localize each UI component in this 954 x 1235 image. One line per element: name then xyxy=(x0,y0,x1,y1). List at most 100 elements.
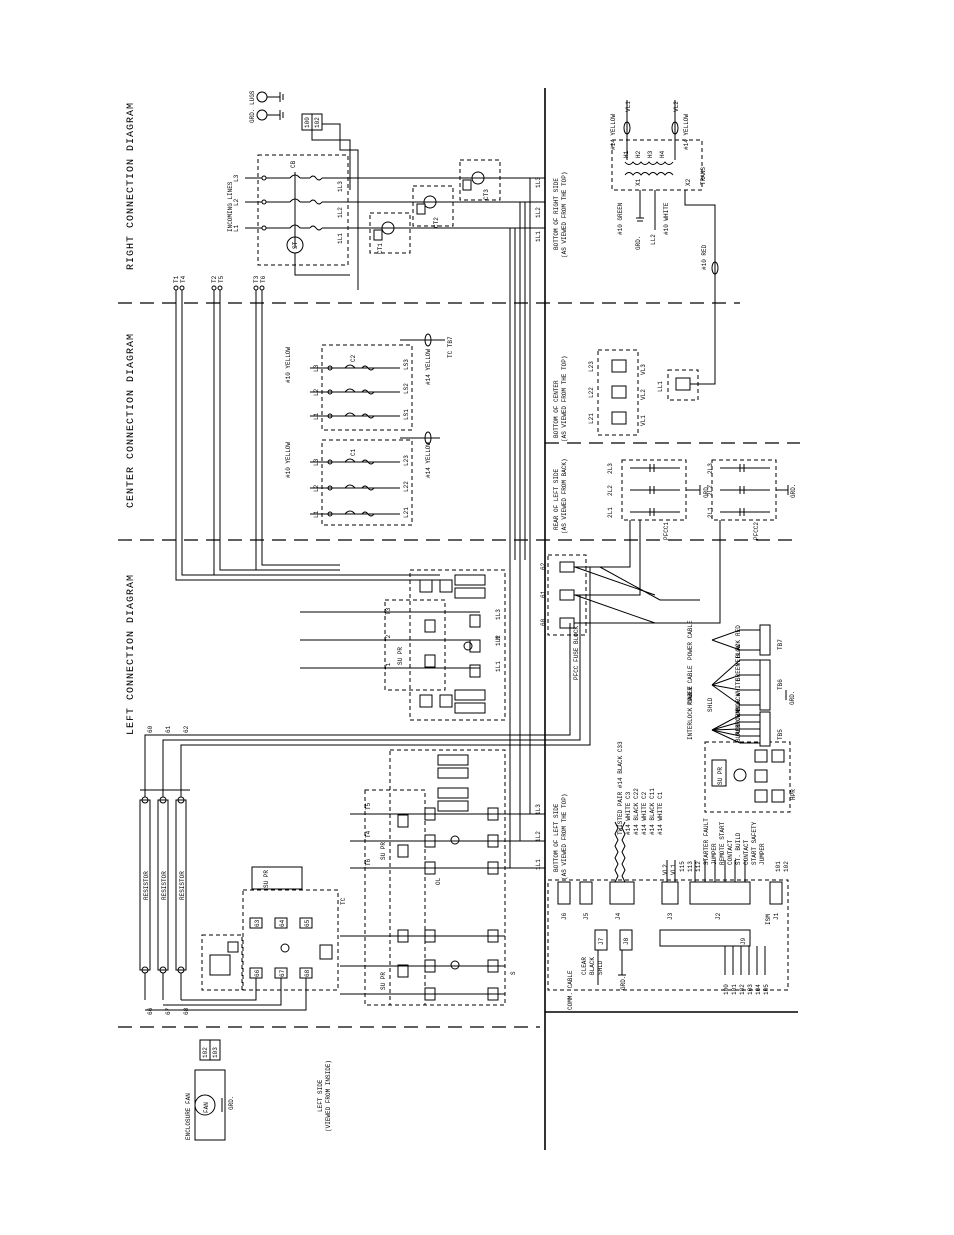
wire-14-yellow-b: #14 YELLOW xyxy=(683,114,690,150)
svg-text:L21: L21 xyxy=(403,507,410,518)
rear-left-view-sub: (AS VIEWED FROM BACK) xyxy=(561,458,568,534)
enclosure-fan: FAN ENCLOSURE FAN GRD. 102 103 LEFT SIDE… xyxy=(185,1039,332,1141)
sol-label-2: SU PR xyxy=(263,870,270,888)
svg-text:J6: J6 xyxy=(561,912,568,920)
comm-cable-label: COMM. CABLE xyxy=(567,970,574,1010)
title-center: CENTER CONNECTION DIAGRAM xyxy=(126,333,137,508)
svg-text:H4: H4 xyxy=(659,150,666,158)
svg-text:VL1: VL1 xyxy=(670,864,677,875)
svg-text:ORANGE: ORANGE xyxy=(735,699,742,721)
wire-14-yellow-a: #14 YELLOW xyxy=(610,114,617,150)
svg-text:60: 60 xyxy=(540,618,547,626)
load-1l2: 1L2 xyxy=(337,207,344,218)
svg-text:113: 113 xyxy=(687,861,694,872)
svg-text:101: 101 xyxy=(775,861,782,872)
st-label: ST xyxy=(292,241,299,249)
svg-text:BLACK: BLACK xyxy=(589,957,596,975)
svg-text:105: 105 xyxy=(763,984,770,995)
svg-text:T1: T1 xyxy=(385,662,392,670)
wire-14-yellow-c2: #14 YELLOW xyxy=(425,349,432,385)
tb-102: 102 xyxy=(314,117,321,128)
s-label: S xyxy=(510,971,517,975)
sol-label-4: SU PR xyxy=(380,972,387,990)
svg-text:VL2: VL2 xyxy=(662,864,669,875)
pfcc-block-label: PFCC FUSE BLOCK xyxy=(573,626,580,680)
twisted-pairs: TWISTED PAIR #14 BLACK C33 #14 WHITE C3 … xyxy=(614,741,664,883)
wire-10-white: #10 WHITE xyxy=(663,202,670,235)
svg-text:L3: L3 xyxy=(233,174,240,182)
svg-text:J3: J3 xyxy=(667,912,674,920)
trans-label: TRANS xyxy=(700,167,707,185)
svg-text:63: 63 xyxy=(254,919,261,927)
svg-text:T4: T4 xyxy=(365,830,372,838)
ol-label: OL xyxy=(435,877,442,885)
wire-10-yellow-c1: #10 YELLOW xyxy=(285,442,292,478)
svg-text:CLEAR: CLEAR xyxy=(581,957,588,975)
svg-text:#14 BLACK C11: #14 BLACK C11 xyxy=(649,788,656,835)
svg-text:T6: T6 xyxy=(365,858,372,866)
pfcc1: 2L3 2L2 2L1 PFCC1 GRD. xyxy=(607,459,710,540)
enclosure-fan-label: ENCLOSURE FAN xyxy=(185,1093,192,1140)
pfcc-fuse-block: 62 61 60 PFCC FUSE BLOCK xyxy=(540,520,721,680)
incoming-lines-label: INCOMING LINES xyxy=(227,181,234,232)
ism-bottom-wires: 100 101 102 103 104 105 xyxy=(723,946,770,995)
svg-text:T2: T2 xyxy=(211,275,218,283)
svg-text:T2: T2 xyxy=(385,634,392,642)
grd-rear-2: GRD. xyxy=(790,484,797,498)
svg-text:T3: T3 xyxy=(253,275,260,283)
vl1-label: VL1 xyxy=(625,101,632,112)
title-left: LEFT CONNECTION DIAGRAM xyxy=(126,574,137,735)
svg-text:1L1: 1L1 xyxy=(495,661,502,672)
bottom-left-view-sub: (AS VIEWED FROM THE TOP) xyxy=(561,794,568,880)
contactor-lower: T5 T4 T6 SU PR SU PR S OL xyxy=(340,560,545,1006)
svg-text:115: 115 xyxy=(679,861,686,872)
bottom-1l3: 1L3 xyxy=(535,177,542,188)
timer-block: SU PR TC 63 64 65 66 67 68 xyxy=(145,866,347,1011)
resistor-label-3: RESISTOR xyxy=(179,871,186,900)
svg-text:66: 66 xyxy=(147,1007,154,1015)
svg-text:CONTACT: CONTACT xyxy=(743,839,750,865)
svg-text:REMOTE START: REMOTE START xyxy=(719,821,726,865)
svg-text:2L2: 2L2 xyxy=(707,485,714,496)
ct2-label: CT2 xyxy=(433,217,440,228)
svg-text:T1: T1 xyxy=(173,275,180,283)
pfcc2-label: PFCC2 xyxy=(753,522,760,540)
pfcc2: 2L3 2L2 2L1 PFCC2 GRD. xyxy=(707,459,797,540)
svg-text:112: 112 xyxy=(695,861,702,872)
svg-text:1L2: 1L2 xyxy=(495,635,502,646)
svg-text:1L2: 1L2 xyxy=(535,831,542,842)
svg-text:VL3: VL3 xyxy=(640,364,647,375)
svg-text:102: 102 xyxy=(202,1047,209,1058)
m-label-upper: M xyxy=(495,636,502,640)
tb7-label: TB7 xyxy=(777,639,784,650)
svg-text:66: 66 xyxy=(254,969,261,977)
left-section: T3 T2 T1 SU PR 1L3 M 1L2 1L1 xyxy=(139,560,591,1141)
svg-text:2L3: 2L3 xyxy=(707,463,714,474)
tb6-label: TB6 xyxy=(777,679,784,690)
ct1-label: CT1 xyxy=(377,243,384,254)
svg-text:103: 103 xyxy=(747,984,754,995)
svg-text:L23: L23 xyxy=(588,361,595,372)
bottom-center-view: BOTTOM OF CENTER xyxy=(553,380,560,438)
sol-label-1: SU PR xyxy=(397,647,404,665)
svg-text:RED: RED xyxy=(735,625,742,636)
svg-text:BLACK: BLACK xyxy=(735,724,742,742)
svg-text:L23: L23 xyxy=(403,455,410,466)
svg-text:L1: L1 xyxy=(233,224,240,232)
load-1l3: 1L3 xyxy=(337,181,344,192)
tc-label: TC xyxy=(340,897,347,905)
rear-left-view: REAR OF LEFT SIDE xyxy=(553,468,560,530)
svg-text:LS1: LS1 xyxy=(403,409,410,420)
svg-text:65: 65 xyxy=(304,919,311,927)
svg-text:X2: X2 xyxy=(685,178,692,186)
ism-section: ISM J6 J5 J4 J3 J2 J1 J7 J8 J9 TWISTED P… xyxy=(547,741,790,1010)
svg-text:64: 64 xyxy=(279,919,286,927)
svg-text:60: 60 xyxy=(147,725,154,733)
hpr-su-pr: SU PR xyxy=(717,767,724,785)
svg-text:L22: L22 xyxy=(403,481,410,492)
section-titles: RIGHT CONNECTION DIAGRAM CENTER CONNECTI… xyxy=(126,102,137,735)
svg-text:GREEN: GREEN xyxy=(735,663,742,681)
rear-left-section: REAR OF LEFT SIDE (AS VIEWED FROM BACK) … xyxy=(540,458,797,680)
svg-text:J1: J1 xyxy=(773,912,780,920)
